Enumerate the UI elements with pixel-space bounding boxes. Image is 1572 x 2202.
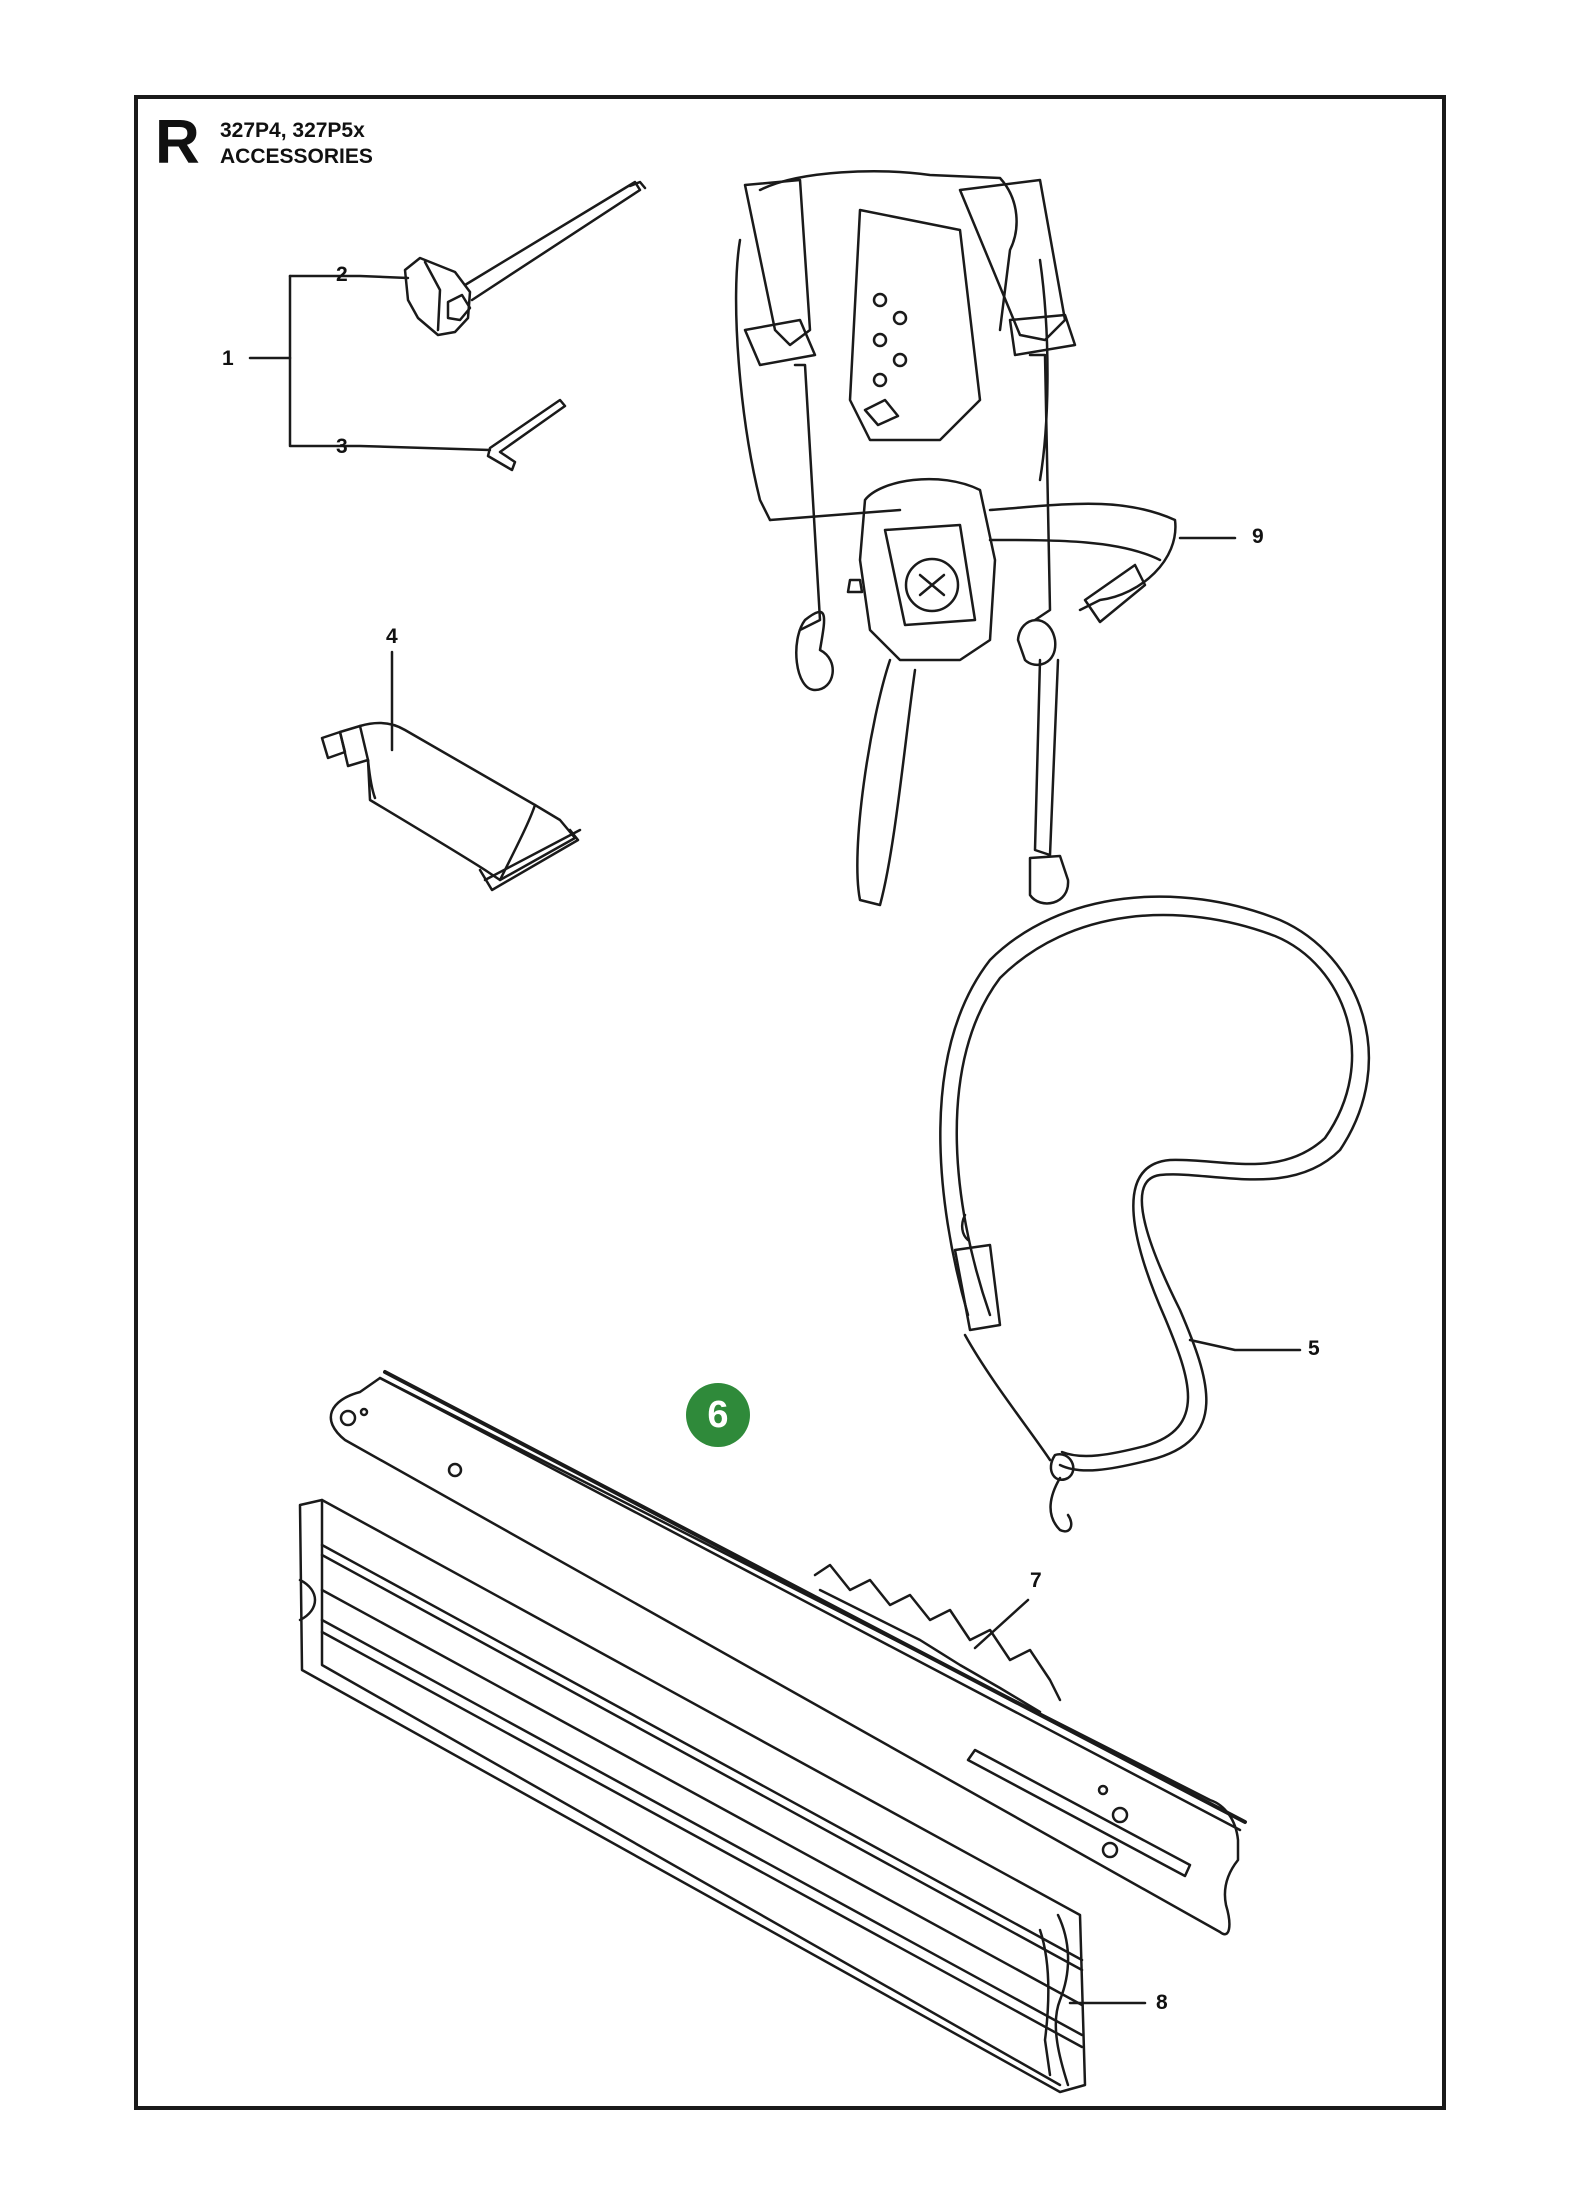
model-numbers: 327P4, 327P5x	[220, 119, 365, 142]
hex-key-drawing	[486, 398, 567, 472]
section-letter: R	[155, 108, 200, 177]
callout-3: 3	[336, 435, 348, 458]
callout-9: 9	[1252, 525, 1264, 548]
callout-8: 8	[1156, 1991, 1168, 2014]
guide-bar-drawing	[329, 1370, 1247, 1936]
grease-tube-drawing	[320, 721, 582, 892]
strap-loop-drawing	[939, 895, 1371, 1533]
callout-6-badge: 6	[686, 1383, 750, 1447]
callout-4: 4	[386, 625, 398, 648]
callout-7: 7	[1030, 1569, 1042, 1592]
diagram-frame	[134, 95, 1446, 2110]
harness-drawing	[734, 170, 1177, 907]
combination-wrench-drawing	[403, 180, 647, 337]
callout-2: 2	[336, 263, 348, 286]
callout-5: 5	[1308, 1337, 1320, 1360]
bar-cover-drawing	[298, 1498, 1087, 2094]
page-title: ACCESSORIES	[220, 145, 373, 168]
callout-1: 1	[222, 347, 234, 370]
leader-lines	[248, 274, 1302, 2005]
